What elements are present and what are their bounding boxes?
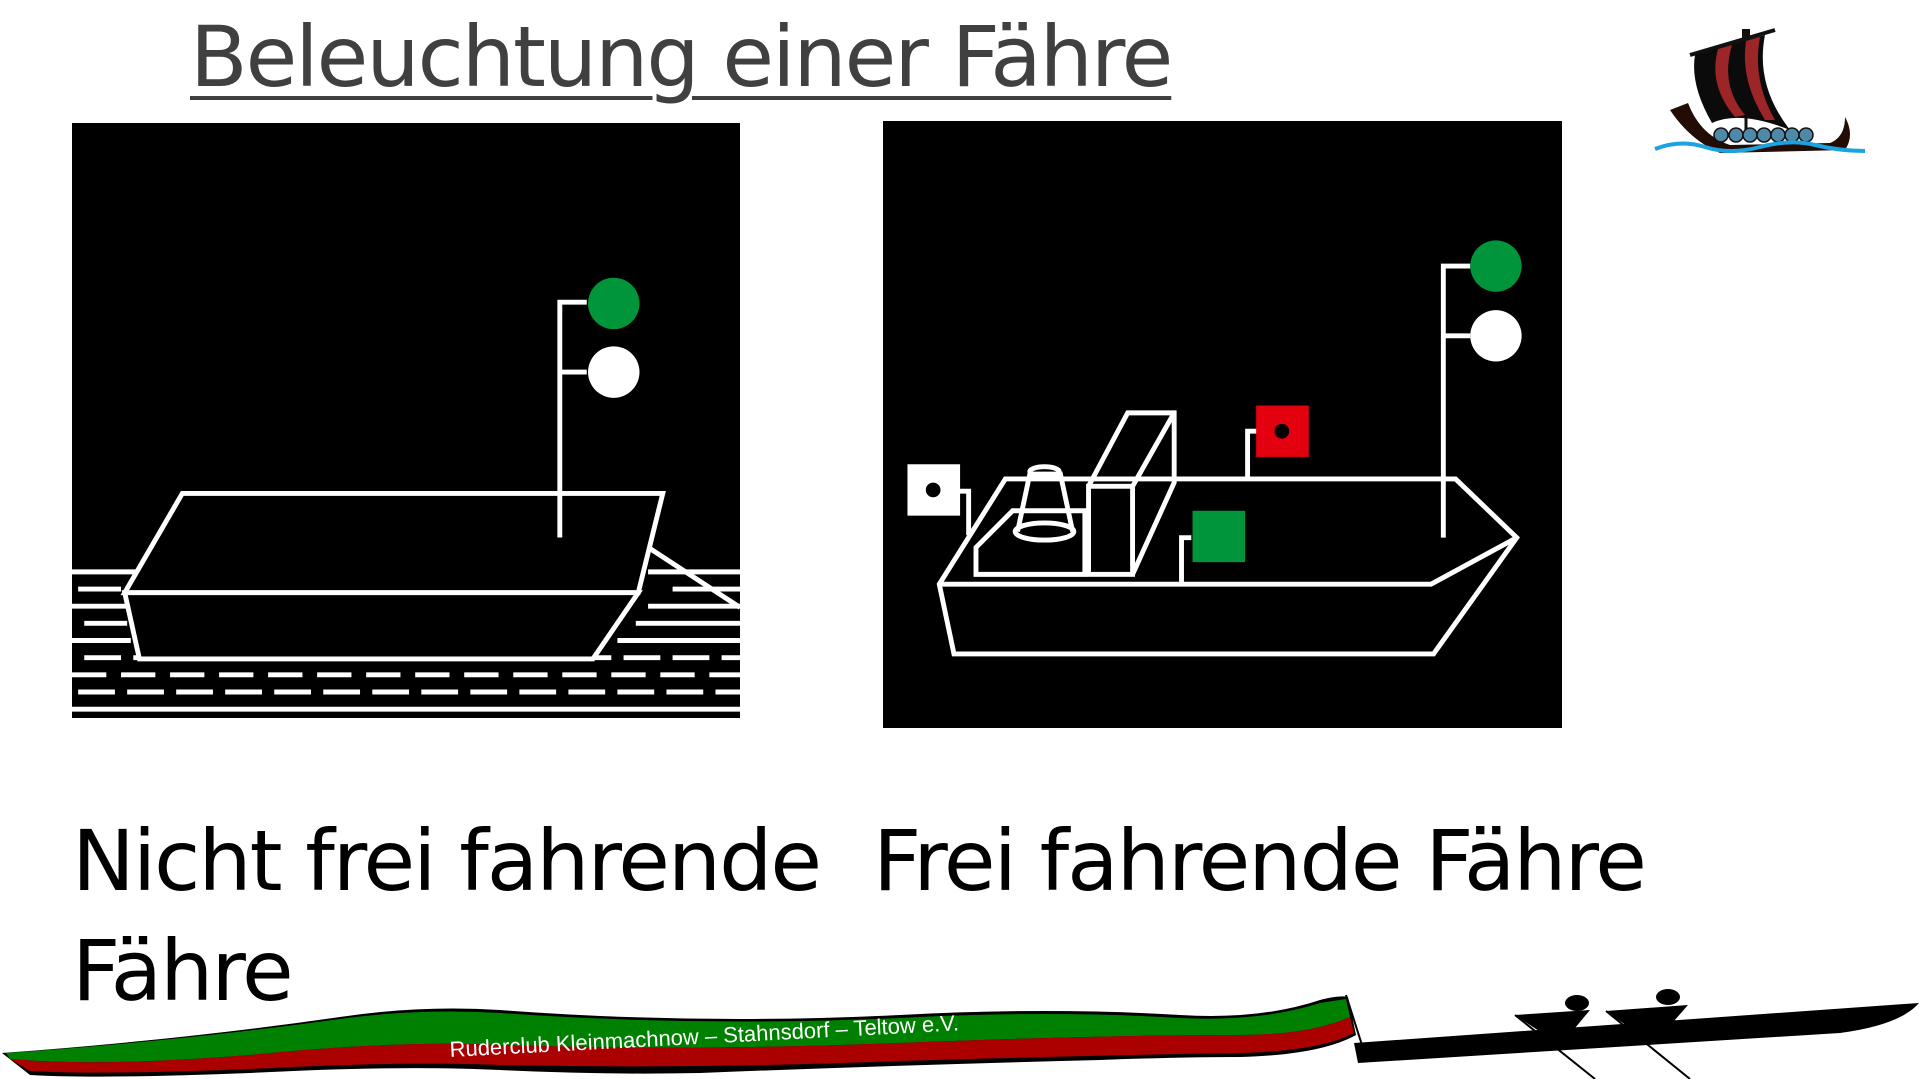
white-light bbox=[588, 346, 640, 398]
left-caption-line2: Fähre bbox=[72, 922, 294, 1020]
green-light bbox=[1470, 240, 1522, 292]
free-ferry-diagram bbox=[883, 121, 1562, 728]
viking-ship-logo bbox=[1650, 25, 1870, 155]
rowing-boat-icon bbox=[1345, 989, 1919, 1079]
green-side-light bbox=[1192, 510, 1246, 563]
ferry-outline bbox=[120, 299, 740, 662]
left-caption: Nicht frei fahrende Fähre bbox=[72, 806, 822, 1026]
right-caption: Frei fahrende Fähre bbox=[873, 812, 1647, 910]
green-light bbox=[588, 277, 640, 330]
page-title: Beleuchtung einer Fähre bbox=[190, 8, 1173, 106]
fixed-ferry-diagram bbox=[72, 123, 740, 718]
left-caption-line1: Nicht frei fahrende bbox=[72, 812, 822, 910]
club-banner: Ruderclub Kleinmachnow – Stahnsdorf – Te… bbox=[0, 985, 1919, 1079]
ferry-outline bbox=[936, 263, 1520, 657]
white-light bbox=[1470, 310, 1522, 362]
